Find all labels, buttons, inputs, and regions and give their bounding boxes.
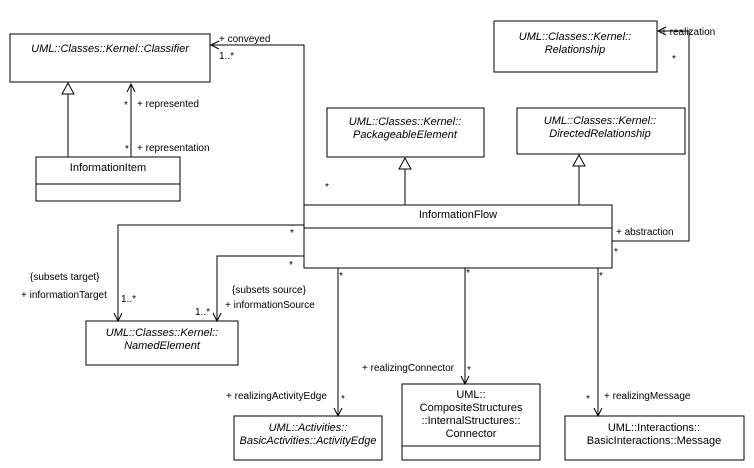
class-name-line: PackageableElement bbox=[353, 129, 458, 141]
mult-realizing-activity-edge: * bbox=[341, 394, 345, 405]
class-name-line: UML::Classes::Kernel::Classifier bbox=[31, 43, 190, 55]
role-realizing-activity-edge: + realizingActivityEdge bbox=[226, 391, 327, 402]
class-message[interactable]: UML::Interactions::BasicInteractions::Me… bbox=[564, 415, 745, 461]
mult-realizing-connector: * bbox=[467, 365, 471, 376]
class-connector[interactable]: UML::CompositeStructures::InternalStruct… bbox=[401, 383, 541, 461]
class-relationship[interactable]: UML::Classes::Kernel::Relationship bbox=[493, 20, 658, 73]
role-representation: + representation bbox=[137, 143, 210, 154]
mult-information-target: 1..* bbox=[121, 294, 136, 305]
class-packageable-element[interactable]: UML::Classes::Kernel::PackageableElement bbox=[326, 107, 485, 158]
role-information-target: + informationTarget bbox=[21, 290, 107, 301]
mult-information-source: 1..* bbox=[195, 307, 210, 318]
class-name-line: BasicInteractions::Message bbox=[587, 435, 722, 447]
association-realizing-activity-edge bbox=[333, 268, 343, 418]
class-name-message: UML::Interactions::BasicInteractions::Me… bbox=[587, 422, 722, 447]
class-name-line: ::InternalStructures:: bbox=[421, 415, 520, 427]
role-information-source: + informationSource bbox=[225, 300, 315, 311]
class-information-flow[interactable]: InformationFlow bbox=[303, 204, 613, 269]
class-classifier[interactable]: UML::Classes::Kernel::Classifier bbox=[9, 33, 211, 83]
class-name-line: NamedElement bbox=[124, 340, 201, 352]
association-realizing-connector bbox=[460, 268, 470, 386]
mult-realizing-message: * bbox=[586, 394, 590, 405]
association-representation bbox=[126, 82, 136, 157]
association-information-target bbox=[113, 224, 304, 323]
generalization-informationflow-directedrelationship bbox=[572, 153, 586, 205]
class-name-connector: UML::CompositeStructures::InternalStruct… bbox=[420, 389, 523, 440]
mult-conveyed-source: * bbox=[325, 182, 329, 193]
generalization-informationitem-classifier bbox=[61, 81, 75, 157]
class-directed-relationship[interactable]: UML::Classes::Kernel::DirectedRelationsh… bbox=[516, 107, 686, 155]
class-name-information-flow: InformationFlow bbox=[419, 209, 497, 221]
association-realizing-message bbox=[593, 268, 603, 418]
role-realizing-message: + realizingMessage bbox=[604, 391, 691, 402]
class-name-line: Connector bbox=[446, 428, 497, 440]
mult-conveyed-target: 1..* bbox=[219, 51, 234, 62]
class-name-relationship: UML::Classes::Kernel::Relationship bbox=[519, 31, 631, 56]
class-name-line: DirectedRelationship bbox=[549, 128, 651, 140]
class-activity-edge[interactable]: UML::Activities::BasicActivities::Activi… bbox=[233, 415, 383, 461]
class-name-classifier: UML::Classes::Kernel::Classifier bbox=[31, 43, 190, 55]
mult-represented: * bbox=[124, 100, 128, 111]
constraint-subsets-target: {subsets target} bbox=[30, 272, 100, 283]
mult-realization: * bbox=[672, 54, 676, 65]
mult-target-source: * bbox=[290, 228, 294, 239]
class-name-packageable-element: UML::Classes::Kernel::PackageableElement bbox=[349, 116, 461, 141]
class-name-line: BasicActivities::ActivityEdge bbox=[240, 435, 377, 447]
mult-message-source: * bbox=[599, 271, 603, 282]
class-name-line: UML::Classes::Kernel:: bbox=[106, 327, 218, 339]
class-name-line: UML::Interactions:: bbox=[608, 422, 700, 434]
class-information-item[interactable]: InformationItem bbox=[35, 156, 181, 202]
generalization-informationflow-packageableelement bbox=[398, 156, 412, 205]
association-realization bbox=[612, 26, 690, 242]
class-name-information-item: InformationItem bbox=[70, 162, 146, 174]
class-named-element[interactable]: UML::Classes::Kernel::NamedElement bbox=[85, 320, 239, 366]
role-realization: + realization bbox=[661, 27, 715, 38]
role-conveyed: + conveyed bbox=[219, 34, 270, 45]
class-name-directed-relationship: UML::Classes::Kernel::DirectedRelationsh… bbox=[544, 115, 656, 140]
mult-source-source: * bbox=[289, 260, 293, 271]
class-name-line: CompositeStructures bbox=[420, 402, 523, 414]
class-name-line: Relationship bbox=[545, 44, 606, 56]
role-abstraction: + abstraction bbox=[616, 227, 674, 238]
constraint-subsets-source: {subsets source} bbox=[232, 285, 307, 296]
mult-connector-source: * bbox=[466, 268, 470, 279]
class-name-line: UML::Classes::Kernel:: bbox=[519, 31, 631, 43]
class-name-line: UML::Classes::Kernel:: bbox=[349, 116, 461, 128]
class-name-line: UML:: bbox=[456, 389, 485, 401]
class-name-line: InformationFlow bbox=[419, 209, 497, 221]
class-name-line: UML::Activities:: bbox=[269, 422, 348, 434]
class-name-line: InformationItem bbox=[70, 162, 146, 174]
class-name-named-element: UML::Classes::Kernel::NamedElement bbox=[106, 327, 218, 352]
role-realizing-connector: + realizingConnector bbox=[362, 363, 455, 374]
mult-representation: * bbox=[125, 144, 129, 155]
class-name-line: UML::Classes::Kernel:: bbox=[544, 115, 656, 127]
class-name-activity-edge: UML::Activities::BasicActivities::Activi… bbox=[240, 422, 377, 447]
role-represented: + represented bbox=[137, 99, 199, 110]
association-information-source bbox=[212, 255, 304, 323]
association-conveyed bbox=[209, 40, 305, 209]
mult-edge-source: * bbox=[339, 271, 343, 282]
mult-abstraction: * bbox=[614, 247, 618, 258]
